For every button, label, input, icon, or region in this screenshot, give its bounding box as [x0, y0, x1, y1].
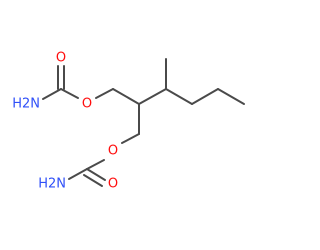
atom-label-n1: H2N [12, 97, 40, 112]
atom-label-o3: O [108, 144, 118, 159]
bond-ch-chme [138, 88, 167, 105]
atom-label-o1: O [56, 51, 66, 66]
bond-o2-ch2 [95, 88, 114, 99]
atom-label-n2: H2N [38, 177, 66, 192]
bond-ch2-o3 [121, 133, 140, 144]
bond-c1-n1 [42, 88, 62, 100]
atom-label-o2: O [82, 97, 92, 112]
bond-ch2a-ch2b [191, 88, 219, 105]
bond-c2-n2 [68, 168, 88, 180]
atom-label-o4: O [108, 177, 118, 192]
bond-ch2b-ch3 [217, 88, 245, 105]
bond-chme-ch2a [165, 88, 193, 105]
bond-c2-o4-double [83, 174, 103, 187]
bond-c1-o2 [60, 88, 79, 99]
bond-ch2-ch [112, 88, 140, 105]
structure-diagram: O H2N O O H2N O [12, 51, 245, 192]
bond-o3-c2 [86, 159, 105, 170]
bond-c2-o4 [86, 168, 106, 181]
